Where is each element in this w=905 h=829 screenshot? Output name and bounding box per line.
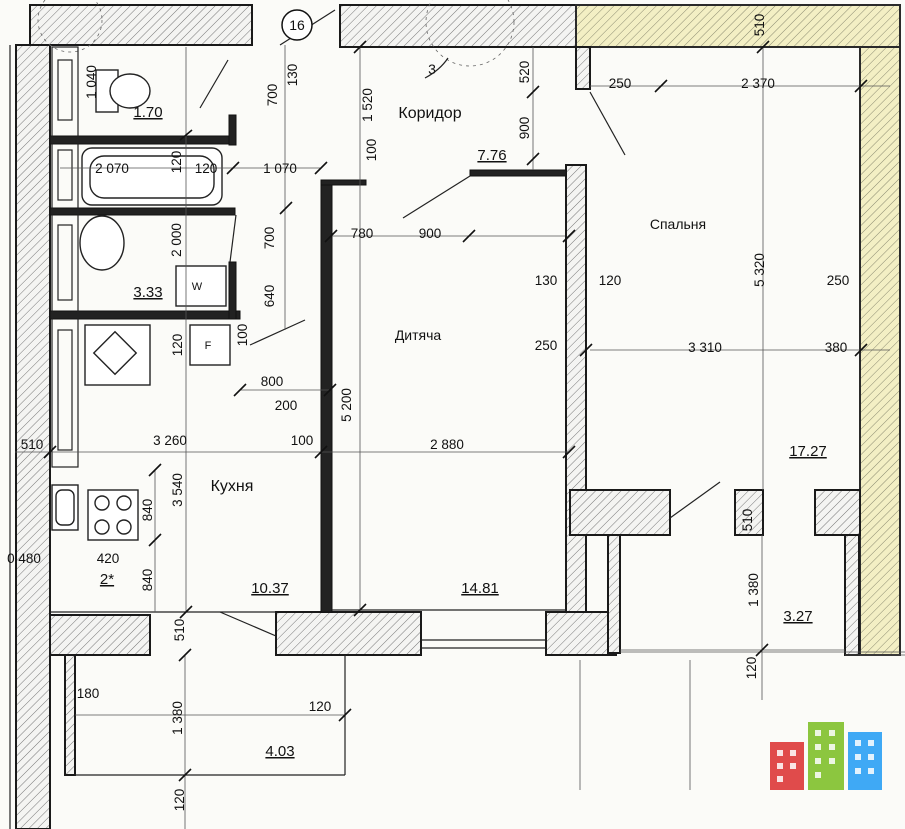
partitions xyxy=(49,46,905,790)
dimension-label: 120 xyxy=(170,334,185,357)
room-name-bedroom: Спальня xyxy=(650,216,706,232)
wall-top-middle xyxy=(339,4,577,48)
dimension-label: 3 260 xyxy=(153,433,187,448)
dimension-label: 250 xyxy=(535,338,558,353)
wall-kids-bottom-right xyxy=(545,611,617,656)
wall-left-outer xyxy=(15,44,51,829)
dimension-lines xyxy=(15,40,890,829)
fridge-icon xyxy=(189,324,231,366)
area-labels: 1.70 3.33 7.76 17.27 14.81 10.37 3.27 4.… xyxy=(100,104,827,760)
dimension-label: 200 xyxy=(275,398,298,413)
building-logo-icon xyxy=(770,722,882,790)
dimension-label: 100 xyxy=(364,139,379,162)
dimension-label: 640 xyxy=(262,285,277,308)
stove-icon xyxy=(87,489,139,541)
area-bedroom: 17.27 xyxy=(789,443,827,460)
dimension-label: 100 xyxy=(235,324,250,347)
area-storage: 2* xyxy=(100,571,114,588)
walls xyxy=(9,0,901,829)
dimension-label: 120 xyxy=(599,273,622,288)
fixtures: W F xyxy=(51,69,231,541)
dimension-label: 1 380 xyxy=(170,701,185,735)
dimension-label: 900 xyxy=(419,226,442,241)
dimension-label: 1 380 xyxy=(746,573,761,607)
wall-bedroom-door-jamb xyxy=(575,46,591,90)
toilet-bowl-icon xyxy=(109,73,151,109)
dimension-label: 800 xyxy=(261,374,284,389)
dimension-label: 840 xyxy=(140,569,155,592)
dimension-label: 130 xyxy=(285,64,300,87)
area-wc: 1.70 xyxy=(133,104,162,121)
column-marker xyxy=(37,0,103,53)
dimension-label: 1 520 xyxy=(360,88,375,122)
dimension-label: 1 040 xyxy=(84,65,99,99)
wall-balcony-left xyxy=(64,654,76,776)
wall-balcony-pier xyxy=(734,489,764,536)
dimension-label: 900 xyxy=(517,117,532,140)
fridge-label: F xyxy=(205,340,212,352)
dimension-label: 120 xyxy=(195,161,218,176)
area-kids: 14.81 xyxy=(461,580,499,597)
area-bath: 3.33 xyxy=(133,284,162,301)
wall-top-left xyxy=(29,4,253,46)
dimension-label: 130 xyxy=(535,273,558,288)
room-name-kids: Дитяча xyxy=(395,327,442,343)
dimension-label: 510 xyxy=(752,14,767,37)
dimension-label: 2 000 xyxy=(169,223,184,257)
room-labels: Коридор Спальня Дитяча Кухня xyxy=(211,105,707,495)
washer-icon xyxy=(175,265,227,307)
dimension-label: 5 320 xyxy=(752,253,767,287)
dimension-label: 510 xyxy=(172,619,187,642)
dimension-label: 120 xyxy=(744,657,759,680)
dimension-label: 520 xyxy=(517,61,532,84)
wall-bedroom-bottom-left xyxy=(569,489,671,536)
dimension-label: 700 xyxy=(265,84,280,107)
dimension-label: 180 xyxy=(77,686,100,701)
dimension-label: 1 070 xyxy=(263,161,297,176)
column-marker xyxy=(425,0,515,67)
dimension-label: 250 xyxy=(827,273,850,288)
wall-bedroom-bottom-right xyxy=(814,489,861,536)
dimension-label: 120 xyxy=(169,151,184,174)
washbasin-icon xyxy=(79,215,125,271)
axis-marker-label: 16 xyxy=(289,17,305,33)
dimension-label: 510 xyxy=(740,509,755,532)
dimension-label: 3 540 xyxy=(170,473,185,507)
dimension-label: 100 xyxy=(291,433,314,448)
dimension-label: 2 070 xyxy=(95,161,129,176)
room-name-corridor: Коридор xyxy=(398,105,461,122)
washer-label: W xyxy=(192,281,203,293)
area-balcony-left: 4.03 xyxy=(265,743,294,760)
markers: 16 3 xyxy=(281,9,449,79)
dimension-label: 120 xyxy=(309,699,332,714)
dimension-labels: 130 700 1 040 1 520 520 900 250 2 370 51… xyxy=(7,14,849,812)
dimension-label: 510 xyxy=(21,437,44,452)
area-kitchen: 10.37 xyxy=(251,580,289,597)
dimension-label: 5 200 xyxy=(339,388,354,422)
room-name-kitchen: Кухня xyxy=(211,478,254,495)
dimension-label: 780 xyxy=(351,226,374,241)
area-corridor: 7.76 xyxy=(477,147,506,164)
wall-balcony-right-left xyxy=(607,534,621,654)
dimension-label: 120 xyxy=(172,789,187,812)
wall-right-outer xyxy=(859,46,901,656)
dimension-label: 250 xyxy=(609,76,632,91)
dimension-label: 420 xyxy=(97,551,120,566)
area-balcony-right: 3.27 xyxy=(783,608,812,625)
dimension-label: 840 xyxy=(140,499,155,522)
section-marker-label: 3 xyxy=(428,61,436,77)
wall-kitchen-bottom xyxy=(49,614,151,656)
dimension-label: 380 xyxy=(825,340,848,355)
dimension-label: 2 880 xyxy=(430,437,464,452)
dimension-label: 700 xyxy=(262,227,277,250)
wall-kids-bottom-left xyxy=(275,611,422,656)
dimension-label: 0 480 xyxy=(7,551,41,566)
dimension-label: 3 310 xyxy=(688,340,722,355)
wall-balcony-right-right xyxy=(844,534,860,656)
wall-top-right xyxy=(575,4,901,48)
axis-marker-circle xyxy=(281,9,313,41)
dimension-label: 2 370 xyxy=(741,76,775,91)
